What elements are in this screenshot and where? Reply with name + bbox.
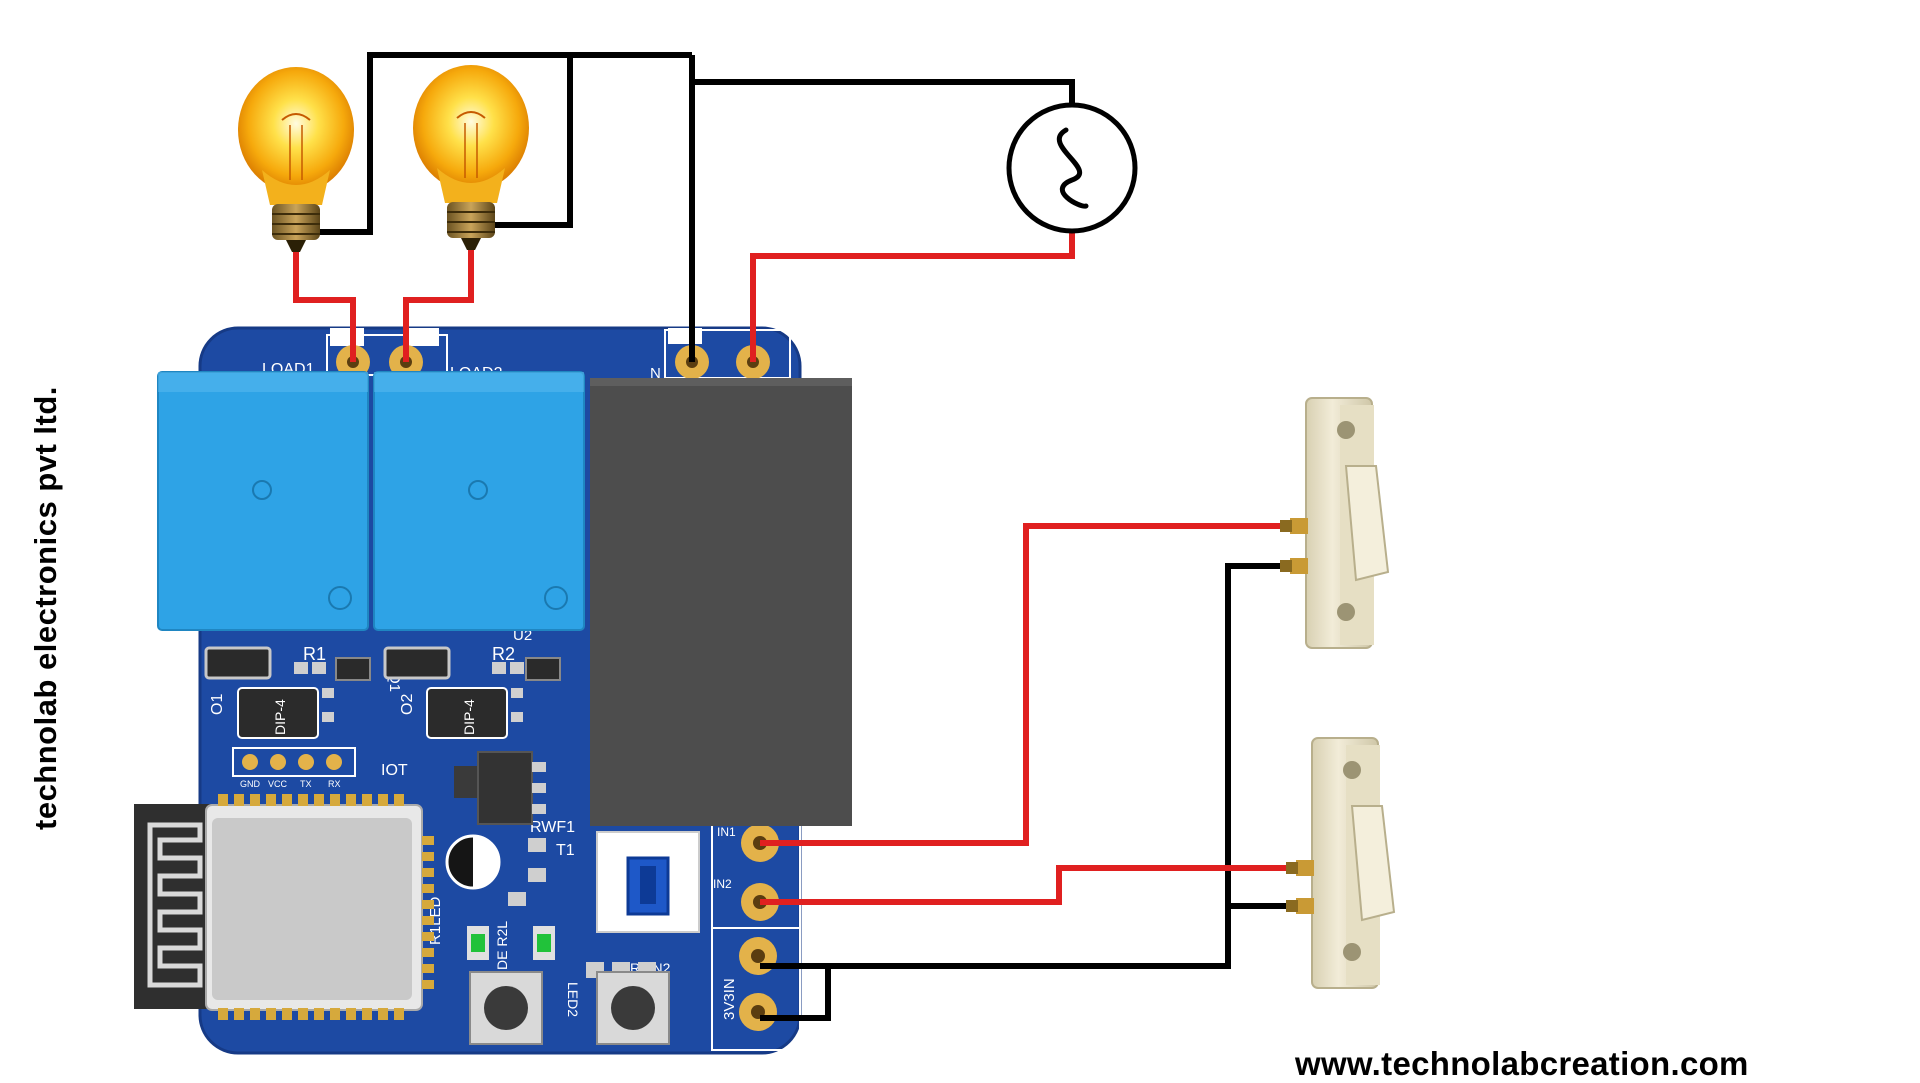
rf-receiver-module <box>596 831 700 933</box>
label-rwf1: RWF1 <box>530 819 575 836</box>
label-rx: RX <box>328 779 341 789</box>
wire-neutral-ac <box>692 79 1075 108</box>
optocoupler-1: DIP-4 <box>237 687 319 739</box>
wire-3v3-bridge <box>760 966 831 1021</box>
label-n: N <box>650 365 661 382</box>
label-u2: U2 <box>513 627 532 644</box>
esp-wifi-module-icon <box>134 794 434 1020</box>
label-iot: IOT <box>381 762 408 779</box>
label-dip2: DIP-4 <box>461 699 477 735</box>
wires <box>293 52 1290 1021</box>
wire-live-bulb2 <box>403 250 474 362</box>
wire-neutral-bulb1 <box>300 52 692 235</box>
light-bulb-icon <box>238 67 354 252</box>
capacitor <box>445 834 501 890</box>
label-tx: TX <box>300 779 312 789</box>
push-button-2 <box>596 971 670 1045</box>
optocoupler-2: DIP-4 <box>426 687 508 739</box>
pad-3v3-b <box>739 993 777 1031</box>
ac-source-icon <box>1006 102 1138 234</box>
header-pins <box>232 747 356 777</box>
light-bulb-icon <box>413 65 529 250</box>
label-dip1: DIP-4 <box>272 699 288 735</box>
led-1 <box>467 926 489 960</box>
label-r1: R1 <box>303 644 326 664</box>
label-vcc: VCC <box>268 779 288 789</box>
wire-live-ac <box>750 230 1075 362</box>
label-led2: LED2 <box>565 982 581 1017</box>
wall-switch-icon <box>1280 397 1390 649</box>
hlk-power-module <box>590 378 852 826</box>
website-url[interactable]: www.technolabcreation.com <box>1295 1045 1749 1082</box>
wall-switch-icon <box>1286 737 1396 989</box>
label-t1: T1 <box>556 842 575 859</box>
relay-1 <box>157 371 369 631</box>
label-o2: O2 <box>399 694 416 715</box>
label-3v3in: 3V3IN <box>721 978 738 1020</box>
wire-live-bulb1 <box>293 250 356 362</box>
smd-components: DIP-4 DIP-4 <box>204 646 700 1045</box>
push-button-1 <box>469 971 543 1045</box>
pad-3v3-a <box>739 937 777 975</box>
wire-switch-common <box>760 563 1285 969</box>
label-r2led: DE R2L <box>494 921 510 970</box>
label-gnd: GND <box>240 779 261 789</box>
voltage-regulator <box>454 751 546 825</box>
label-o1: O1 <box>209 694 226 715</box>
wire-neutral-bulb2 <box>478 55 573 228</box>
led-2 <box>533 926 555 960</box>
label-in1: IN1 <box>717 825 736 839</box>
label-in2: IN2 <box>713 877 732 891</box>
relay-2 <box>373 371 585 631</box>
wire-in2-switch2 <box>760 865 1290 905</box>
wire-in1-switch1 <box>760 523 1285 846</box>
label-r2: R2 <box>492 644 515 664</box>
